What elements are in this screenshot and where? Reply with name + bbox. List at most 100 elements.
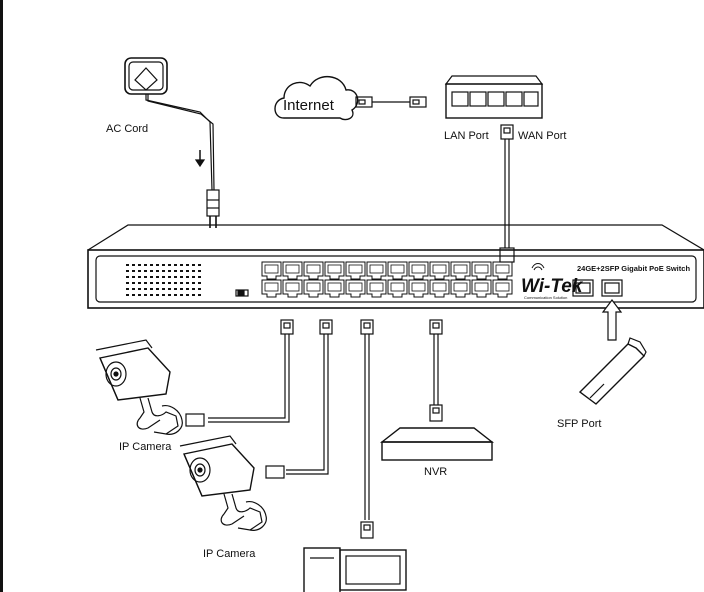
vent-dot: [132, 270, 135, 272]
vent-dot: [174, 282, 177, 284]
vent-dot: [126, 294, 129, 296]
vent-dot: [168, 288, 171, 290]
switch-port: [450, 261, 471, 280]
vent-dot: [180, 288, 183, 290]
vent-dot: [186, 294, 189, 296]
vent-dot: [192, 288, 195, 290]
vent-dot: [132, 276, 135, 278]
vent-dot: [126, 270, 129, 272]
switch-port: [408, 279, 429, 298]
switch-port: [303, 279, 324, 298]
nvr-icon: [379, 427, 495, 461]
wan-port-label: WAN Port: [518, 130, 567, 142]
switch-port: [387, 279, 408, 298]
vent-dot: [174, 270, 177, 272]
vent-dot: [168, 294, 171, 296]
switch-logo-icon: [531, 263, 545, 271]
cable-camera-2: [265, 319, 333, 479]
switch-port: [450, 279, 471, 298]
vent-dot: [162, 282, 165, 284]
switch-port: [282, 261, 303, 280]
vent-dot: [150, 288, 153, 290]
switch-port: [492, 279, 513, 298]
sfp-module-icon: [578, 337, 647, 405]
vent-dot: [162, 270, 165, 272]
vent-dot: [168, 276, 171, 278]
vent-dot: [150, 294, 153, 296]
switch-port: [471, 279, 492, 298]
switch-port: [324, 279, 345, 298]
ip-camera-label-1: IP Camera: [119, 441, 172, 453]
vent-dot: [168, 270, 171, 272]
ac-adapter-icon: [124, 57, 215, 191]
vent-dot: [162, 288, 165, 290]
internet-cloud-icon: [274, 76, 359, 121]
vent-dot: [156, 276, 159, 278]
switch-vent-grid: [126, 264, 201, 296]
down-arrow-icon: [194, 150, 206, 168]
switch-port: [408, 261, 429, 280]
switch-body: [87, 224, 704, 309]
ip-camera-label-2: IP Camera: [203, 548, 256, 560]
vent-dot: [126, 282, 129, 284]
vent-dot: [174, 264, 177, 266]
sfp-up-arrow-icon: [601, 299, 623, 341]
switch-port: [345, 261, 366, 280]
vent-dot: [180, 276, 183, 278]
vent-dot: [186, 288, 189, 290]
nvr-label: NVR: [424, 466, 447, 478]
vent-dot: [144, 288, 147, 290]
vent-dot: [180, 270, 183, 272]
switch-port: [429, 261, 450, 280]
vent-dot: [162, 276, 165, 278]
vent-dot: [192, 276, 195, 278]
switch-port-block: [261, 261, 513, 298]
vent-dot: [198, 264, 201, 266]
switch-port: [324, 261, 345, 280]
internet-label: Internet: [283, 97, 335, 114]
switch-port: [282, 279, 303, 298]
vent-dot: [144, 282, 147, 284]
switch-port: [387, 261, 408, 280]
vent-dot: [144, 270, 147, 272]
vent-dot: [150, 270, 153, 272]
cable-camera-1: [185, 319, 294, 427]
switch-port: [471, 261, 492, 280]
vent-dot: [192, 264, 195, 266]
vent-dot: [132, 282, 135, 284]
switch-port: [492, 261, 513, 280]
pc-icon: [303, 547, 407, 592]
vent-dot: [168, 264, 171, 266]
vent-dot: [198, 270, 201, 272]
vent-dot: [186, 264, 189, 266]
vent-dot: [186, 282, 189, 284]
switch-brand: Wi-Tek: [521, 276, 584, 297]
vent-dot: [144, 276, 147, 278]
vent-dot: [144, 264, 147, 266]
vent-dot: [180, 294, 183, 296]
vent-dot: [156, 270, 159, 272]
switch-model: 24GE+2SFP Gigabit PoE Switch: [577, 264, 690, 273]
vent-dot: [168, 282, 171, 284]
switch-port: [261, 261, 282, 280]
vent-dot: [138, 276, 141, 278]
cable-pc: [360, 319, 374, 539]
vent-dot: [138, 270, 141, 272]
vent-dot: [156, 288, 159, 290]
vent-dot: [192, 270, 195, 272]
switch-port: [429, 279, 450, 298]
vent-dot: [180, 264, 183, 266]
vent-dot: [126, 288, 129, 290]
vent-dot: [132, 288, 135, 290]
vent-dot: [144, 294, 147, 296]
switch-port: [261, 279, 282, 298]
vent-dot: [186, 270, 189, 272]
vent-dot: [174, 288, 177, 290]
vent-dot: [198, 282, 201, 284]
lan-port-label: LAN Port: [444, 130, 489, 142]
vent-dot: [156, 264, 159, 266]
vent-dot: [162, 264, 165, 266]
vent-dot: [126, 264, 129, 266]
vent-dot: [126, 276, 129, 278]
